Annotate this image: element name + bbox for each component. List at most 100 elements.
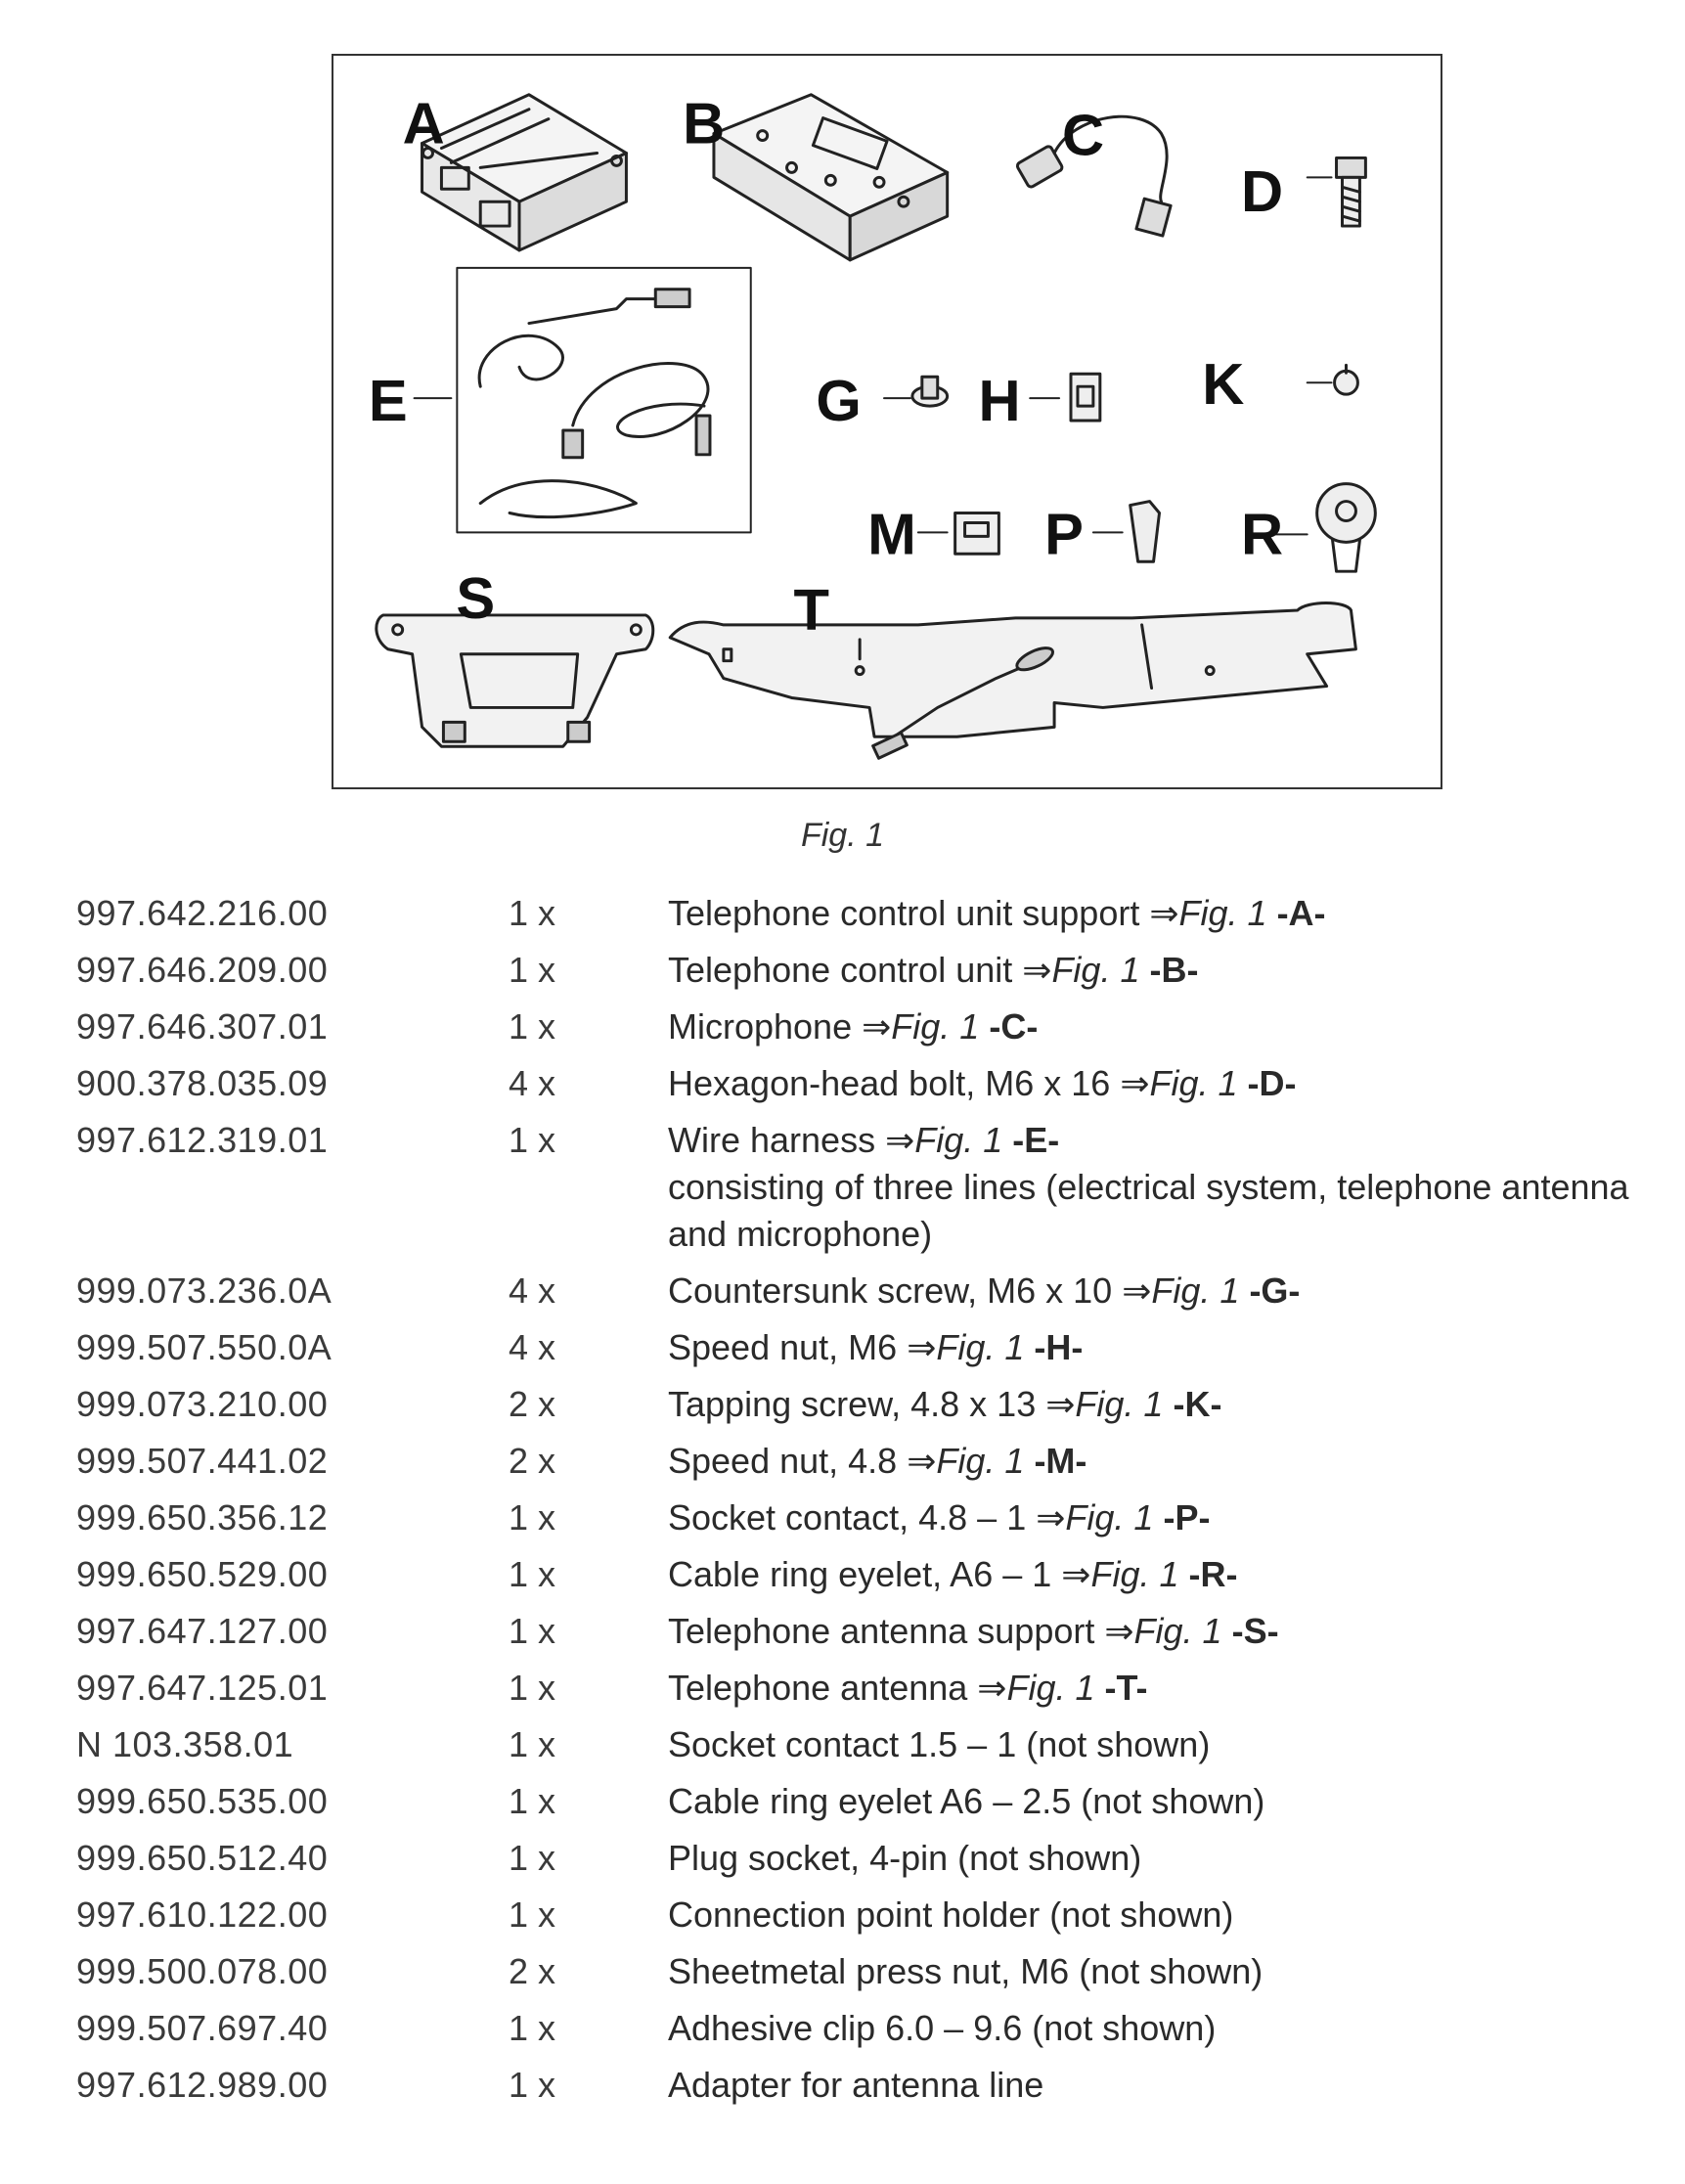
figure-reference: Fig. 1: [936, 1327, 1025, 1367]
figure-reference: Fig. 1: [936, 1441, 1025, 1481]
part-number: 997.646.209.00: [76, 950, 329, 990]
figure-reference: Fig. 1: [1051, 950, 1140, 990]
part-number: 999.650.535.00: [76, 1781, 329, 1821]
part-quantity: 1 x: [509, 1781, 556, 1821]
part-row: 997.646.209.00 1 x Telephone control unit …: [0, 942, 1685, 999]
part-number: 997.642.216.00: [76, 893, 329, 933]
figure-letter-reference: -S-: [1221, 1611, 1279, 1651]
part-description: Tapping screw, 4.8 x 13 ⇒Fig. 1 -K-: [668, 1376, 1656, 1433]
label-p: P: [1044, 501, 1084, 566]
part-description: Sheetmetal press nut, M6 (not shown): [668, 1943, 1656, 2000]
part-description-text: Countersunk screw, M6 x 10: [668, 1270, 1113, 1311]
cross-reference-arrow: ⇒: [1061, 1554, 1091, 1594]
part-description-text: Hexagon-head bolt, M6 x 16: [668, 1063, 1111, 1103]
part-description-text: Cable ring eyelet A6 – 2.5 (not shown): [668, 1781, 1265, 1821]
part-quantity: 1 x: [509, 1894, 556, 1935]
part-quantity: 1 x: [509, 893, 556, 933]
figure-reference: Fig. 1: [1065, 1497, 1154, 1538]
label-t: T: [794, 577, 829, 643]
part-description: Socket contact 1.5 – 1 (not shown): [668, 1716, 1656, 1773]
part-row: 999.650.535.00 1 x Cable ring eyelet A6 – …: [0, 1773, 1685, 1830]
part-description: Telephone control unit ⇒Fig. 1 -B-: [668, 942, 1656, 999]
part-row: 999.500.078.00 2 x Sheetmetal press nut, M…: [0, 1943, 1685, 2000]
part-description: Microphone ⇒Fig. 1 -C-: [668, 999, 1656, 1055]
cross-reference-arrow: ⇒: [1104, 1611, 1134, 1651]
part-description-text: Tapping screw, 4.8 x 13: [668, 1384, 1037, 1424]
figure-reference: Fig. 1: [1075, 1384, 1164, 1424]
parts-figure: A B C D E G H K M P R S T: [332, 54, 1442, 789]
part-description-text: Telephone antenna support: [668, 1611, 1095, 1651]
part-number: 900.378.035.09: [76, 1063, 329, 1103]
part-description: Wire harness ⇒Fig. 1 -E-consisting of th…: [668, 1112, 1656, 1263]
cross-reference-arrow: ⇒: [907, 1441, 937, 1481]
part-quantity: 2 x: [509, 1951, 556, 1991]
figure-letter-reference: -R-: [1178, 1554, 1238, 1594]
label-g: G: [816, 368, 861, 433]
part-description: Telephone antenna ⇒Fig. 1 -T-: [668, 1660, 1656, 1716]
part-description: Plug socket, 4-pin (not shown): [668, 1830, 1656, 1887]
part-c-drawing: [1015, 114, 1173, 238]
part-description-text: Wire harness: [668, 1120, 876, 1160]
figure-reference: Fig. 1: [1149, 1063, 1238, 1103]
part-m-drawing: [916, 512, 1000, 556]
label-d: D: [1241, 158, 1283, 224]
part-description-note: consisting of three lines (electrical sy…: [668, 1167, 1629, 1254]
part-description-text: Sheetmetal press nut, M6 (not shown): [668, 1951, 1264, 1991]
part-description: Cable ring eyelet, A6 – 1 ⇒Fig. 1 -R-: [668, 1546, 1656, 1603]
figure-reference: Fig. 1: [891, 1006, 980, 1047]
cross-reference-arrow: ⇒: [1022, 950, 1052, 990]
part-h-drawing: [1029, 372, 1102, 423]
part-s-drawing: [375, 613, 655, 748]
part-quantity: 4 x: [509, 1327, 556, 1367]
part-description-text: Socket contact, 4.8 – 1: [668, 1497, 1027, 1538]
part-t-drawing: [668, 602, 1357, 760]
label-a: A: [403, 91, 445, 156]
cross-reference-arrow: ⇒: [1036, 1497, 1066, 1538]
part-number: 997.610.122.00: [76, 1894, 329, 1935]
figure-reference: Fig. 1: [1006, 1668, 1095, 1708]
part-number: 999.500.078.00: [76, 1951, 329, 1991]
part-description-text: Socket contact 1.5 – 1 (not shown): [668, 1724, 1211, 1764]
part-quantity: 1 x: [509, 1006, 556, 1047]
part-description: Socket contact, 4.8 – 1 ⇒Fig. 1 -P-: [668, 1490, 1656, 1546]
part-quantity: 2 x: [509, 1441, 556, 1481]
part-number: 997.647.125.01: [76, 1668, 329, 1708]
part-quantity: 1 x: [509, 950, 556, 990]
cross-reference-arrow: ⇒: [1122, 1270, 1152, 1311]
part-description: Adhesive clip 6.0 – 9.6 (not shown): [668, 2000, 1656, 2057]
part-number: 999.507.550.0A: [76, 1327, 333, 1367]
part-description: Speed nut, 4.8 ⇒Fig. 1 -M-: [668, 1433, 1656, 1490]
part-number: 997.647.127.00: [76, 1611, 329, 1651]
cross-reference-arrow: ⇒: [1149, 893, 1179, 933]
figure-reference: Fig. 1: [1178, 893, 1267, 933]
part-description: Telephone control unit support ⇒Fig. 1 -…: [668, 885, 1656, 942]
part-description: Telephone antenna support ⇒Fig. 1 -S-: [668, 1603, 1656, 1660]
parts-illustration: A B C D E G H K M P R S T: [369, 91, 1377, 760]
cross-reference-arrow: ⇒: [862, 1006, 892, 1047]
figure-letter-reference: -C-: [979, 1006, 1039, 1047]
figure-reference: Fig. 1: [1151, 1270, 1240, 1311]
cross-reference-arrow: ⇒: [977, 1668, 1007, 1708]
part-quantity: 1 x: [509, 1120, 556, 1160]
part-description: Cable ring eyelet A6 – 2.5 (not shown): [668, 1773, 1656, 1830]
cross-reference-arrow: ⇒: [885, 1120, 915, 1160]
cross-reference-arrow: ⇒: [907, 1327, 937, 1367]
part-description: Adapter for antenna line: [668, 2057, 1656, 2114]
part-description: Speed nut, M6 ⇒Fig. 1 -H-: [668, 1319, 1656, 1376]
figure-reference: Fig. 1: [914, 1120, 1003, 1160]
label-s: S: [456, 565, 495, 631]
part-quantity: 1 x: [509, 2065, 556, 2105]
part-description-text: Adapter for antenna line: [668, 2065, 1044, 2105]
part-quantity: 1 x: [509, 1497, 556, 1538]
part-description-text: Speed nut, 4.8: [668, 1441, 898, 1481]
